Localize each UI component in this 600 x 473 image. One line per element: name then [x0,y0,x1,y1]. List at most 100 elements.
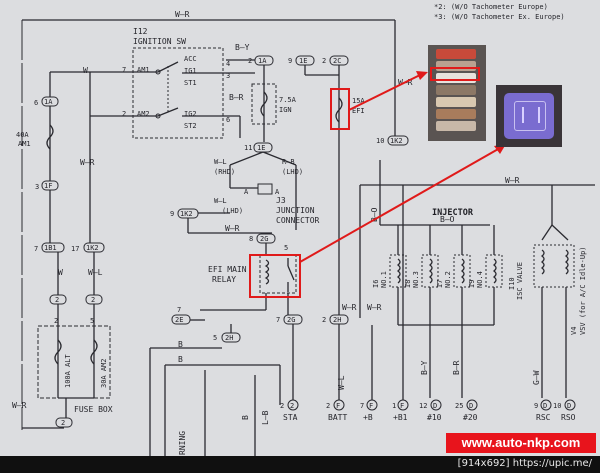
fuse-alt-label: 100A ALT [64,353,72,388]
svg-text:10: 10 [553,402,561,410]
junction-a-1: A [244,188,249,196]
pin-17: 17 [71,245,79,253]
pin-7-2e: 7 [177,306,181,314]
connector-1k2-mid-label: 1K2 [180,210,193,218]
fuse-efi-symbol [335,97,343,123]
injector-4-name: NO.4 [476,271,484,288]
injector-2: I7 NO.2 [436,225,471,325]
connector-1b1 [41,242,65,253]
svg-text:D: D [543,402,547,410]
wire-label-w-r-efi: W–R [342,303,357,312]
wire-label-w-r-top: W–R [175,10,190,19]
fuse-ign-name: IGN [279,106,292,114]
pin-2-a: 2 [55,296,59,304]
injector-4: I9 NO.4 [468,225,503,325]
isc-valve: I10 ISC VALVE G–W [508,185,575,398]
ecu-terminal-20: D #20 25 [455,399,478,422]
ign-pin-4: 4 [226,60,230,68]
efi-relay-name-2: RELAY [212,275,236,284]
pin-5-2h: 5 [213,334,217,342]
note-line-1: *2: (W/O Tachometer Europe) [434,3,548,11]
connector-1k2-right-label: 1K2 [390,137,403,145]
connector-1k2-right [387,135,409,146]
wire-label-w-l-left: W–L [88,268,103,277]
ignition-switch-ref: I12 [133,27,148,36]
connector-2g-bottom-label: 2G [287,316,295,324]
wire-label-w-l-j3: W–L [214,197,227,205]
injector-3-ref: I8 [404,280,412,288]
svg-text:7: 7 [360,402,364,410]
wire-label-lhd: R–B [282,158,295,166]
wire-label-b-o: B–O [440,215,455,224]
ign-term-st2: ST2 [184,122,197,130]
junction-ref: J3 [276,196,286,205]
junction-name-1: JUNCTION [276,206,315,215]
variant-lhd-2: (LHD) [222,207,243,215]
svg-text:F: F [369,402,373,410]
svg-text:+B: +B [363,413,373,422]
injector-2-ref: I7 [436,280,444,288]
svg-text:12: 12 [419,402,427,410]
junction-a-2: A [275,188,280,196]
fuse-efi-name: EFI [352,107,365,115]
relay-photo [496,85,562,147]
footer-bar: [914x692] https://upic.me/ [0,456,600,473]
injector-1-name: NO.1 [380,271,388,288]
ecu-terminal-sta: 2 STA 2 [280,399,299,422]
starting-label: RNING [178,431,187,455]
connector-2h-left-label: 2H [225,334,233,342]
svg-text:RSC: RSC [536,413,551,422]
svg-text:D: D [469,402,473,410]
injector-1-ref: I6 [372,280,380,288]
svg-text:1: 1 [392,402,396,410]
ignition-switch-name: IGNITION SW [133,37,186,46]
ign-pin-am2: AM2 [137,110,150,118]
ecu-terminal-plus-b: F +B 7 [360,399,378,422]
wire-label-b-r: B–R [229,93,244,102]
injector-4-ref: I9 [468,280,476,288]
wire-label-w-r-relay: W–R [225,224,240,233]
connector-1b1-label: 1B1 [44,244,57,252]
pin-2-ign: 2 [248,57,252,65]
connector-2c-label: 2C [333,57,341,65]
pin-11: 11 [244,144,252,152]
ign-pin-2: 2 [122,110,126,118]
pin-2-2h: 2 [322,316,326,324]
wire-label-w-l-batt: W–L [337,375,346,390]
wire-label-w-1b1: W [58,268,63,277]
pin-6: 6 [34,99,38,107]
connector-2h-right-label: 2H [333,316,341,324]
ecu-terminal-batt: F BATT 2 [326,399,347,422]
vsv-ref: V4 [570,327,578,335]
svg-text:#20: #20 [463,413,478,422]
wire-label-b-y-inj: B–Y [420,360,429,375]
note-line-2: *3: (W/O Tachometer Ex. Europe) [434,13,565,21]
ecu-terminal-rso: D RSO 10 [553,399,576,422]
wire-label-l-b: L–B [261,410,270,425]
connector-fuse-bottom-label: 2 [61,419,65,427]
fuse-am2-symbol [90,339,98,365]
fuse-am1-symbol [46,124,54,150]
svg-text:F: F [336,402,340,410]
wire-label-b-3: B [241,415,250,420]
variant-lhd: (LHD) [282,168,303,176]
injector-title: INJECTOR [432,208,474,218]
ign-term-acc: ACC [184,55,197,63]
connector-fuse-bottom [55,417,73,428]
wire-label-g-w: G–W [532,370,541,385]
wire-label-w-r-bottom: W–R [12,401,27,410]
ecu-terminal-rsc: D RSC 9 [534,399,552,422]
fuse-ign-rating: 7.5A [279,96,297,104]
efi-relay-name-1: EFI MAIN [208,265,247,274]
pin-2-efi: 2 [322,57,326,65]
wire-label-b-r-inj: B–R [452,360,461,375]
svg-text:2: 2 [280,402,284,410]
svg-text:RSO: RSO [561,413,576,422]
efi-relay-contact-arm [287,265,295,281]
wire-label-b-y: B–Y [235,43,250,52]
svg-text:25: 25 [455,402,463,410]
wire-label-b-1: B [178,340,183,349]
connector-1k2-left-label: 1K2 [86,244,99,252]
svg-text:+B1: +B1 [393,413,408,422]
